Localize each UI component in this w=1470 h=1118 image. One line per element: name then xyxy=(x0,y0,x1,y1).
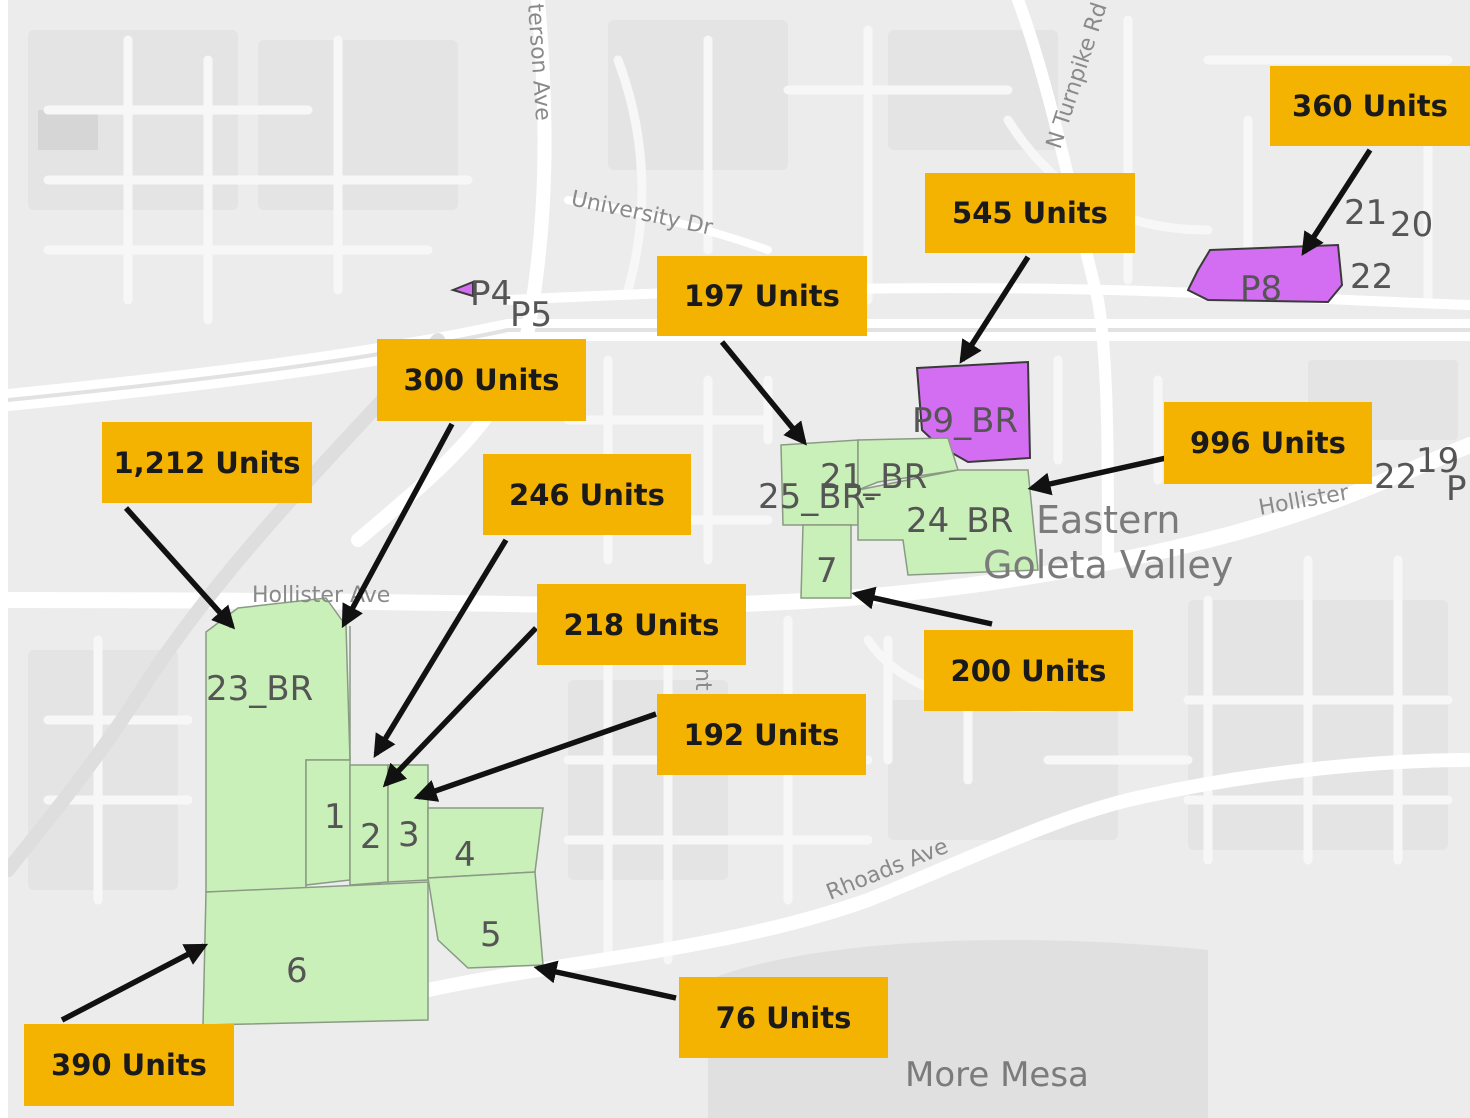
road-label-peterson-ave: terson Ave xyxy=(522,3,555,122)
callout-1212-units: 1,212 Units xyxy=(102,422,312,503)
road-label-hollister-ave-west: Hollister Ave xyxy=(252,583,390,608)
green-parcels xyxy=(202,437,1039,1026)
parcel-label-2: 2 xyxy=(360,817,382,857)
map-canvas[interactable]: terson Ave University Dr N Turnpike Rd H… xyxy=(8,0,1470,1118)
parcel-5[interactable] xyxy=(427,871,544,969)
callout-545-units: 545 Units xyxy=(925,173,1135,253)
parcel-label-20: 20 xyxy=(1390,205,1433,245)
purple-parcels xyxy=(449,243,1344,464)
basemap: terson Ave University Dr N Turnpike Rd H… xyxy=(8,0,1470,1118)
callout-390-units: 390 Units xyxy=(24,1024,234,1106)
callout-200-units: 200 Units xyxy=(924,630,1133,711)
parcel-6[interactable] xyxy=(202,881,429,1026)
parcel-label-25-br: 25_BR- xyxy=(758,477,876,517)
parcel-label-23-br: 23_BR xyxy=(206,669,313,709)
parcel-label-6: 6 xyxy=(286,951,308,991)
parcel-1[interactable] xyxy=(305,626,351,886)
callout-246-units: 246 Units xyxy=(483,454,691,535)
callout-192-units: 192 Units xyxy=(657,694,866,775)
rhoads-ave xyxy=(421,753,1470,997)
parcel-label-p5: P5 xyxy=(510,295,552,335)
callout-300-units: 300 Units xyxy=(377,339,586,421)
callout-360-units: 360 Units xyxy=(1270,66,1470,146)
major-roads xyxy=(8,0,1470,997)
parcel-21-br[interactable] xyxy=(857,437,959,492)
parcel-label-p8: P8 xyxy=(1240,269,1282,309)
parcel-p9-br[interactable] xyxy=(915,360,1032,464)
place-label-eastern: Eastern xyxy=(1036,498,1180,542)
parcel-label-24-br: 24_BR xyxy=(906,501,1013,541)
parcel-p4[interactable] xyxy=(449,280,474,298)
parcel-4[interactable] xyxy=(427,807,544,879)
parcel-label-p4: P4 xyxy=(470,274,512,314)
parcel-label-7: 7 xyxy=(816,551,838,591)
parcel-label-5: 5 xyxy=(480,915,502,955)
parcel-label-p9-br: P9_BR xyxy=(912,401,1018,441)
hollister-ave xyxy=(8,437,1470,614)
parcel-24-br[interactable] xyxy=(857,469,1039,576)
parcel-label-right-p: P xyxy=(1446,469,1467,509)
parcel-7[interactable] xyxy=(800,524,852,599)
parcel-label-1: 1 xyxy=(324,797,346,837)
parcel-label-21: 21 xyxy=(1344,193,1387,233)
callout-76-units: 76 Units xyxy=(679,977,888,1058)
parcel-label-right-19: 19 xyxy=(1416,441,1459,481)
place-label-more-mesa: More Mesa xyxy=(905,1055,1089,1095)
parcel-label-21-br: 21_BR xyxy=(820,457,927,497)
callout-218-units: 218 Units xyxy=(537,584,746,665)
parcel-label-22: 22 xyxy=(1350,257,1393,297)
callout-197-units: 197 Units xyxy=(657,256,867,336)
callout-996-units: 996 Units xyxy=(1164,402,1372,484)
parcel-label-4: 4 xyxy=(454,835,476,875)
road-label-fragment: nt xyxy=(690,668,715,691)
parcel-label-right-22: 22 xyxy=(1374,457,1417,497)
parcel-label-3: 3 xyxy=(398,815,420,855)
freeway-101 xyxy=(8,319,1470,411)
place-label-goleta-valley: Goleta Valley xyxy=(983,543,1233,587)
